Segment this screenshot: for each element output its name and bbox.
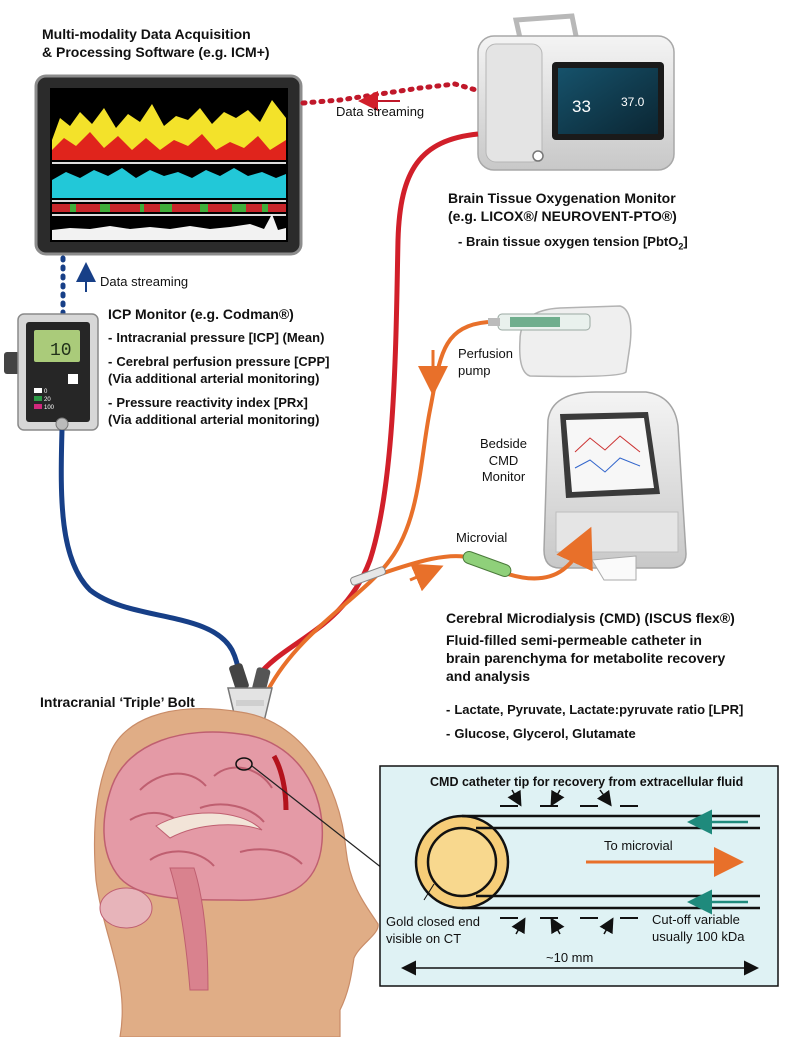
oxygen-item-dash: - <box>458 234 466 249</box>
cmd-monitor-label: Bedside CMD Monitor <box>480 436 527 486</box>
icp-monitor-list: -Intracranial pressure [ICP] (Mean) -Cer… <box>108 330 329 435</box>
icp-line <box>58 429 243 681</box>
inset-scale-label: ~10 mm <box>546 950 594 965</box>
inset-gold-label: Gold closed end visible on CT <box>386 914 480 947</box>
software-tablet <box>34 74 303 256</box>
inset-gold-line2: visible on CT <box>386 930 462 946</box>
oxygen-monitor-title: Brain Tissue Oxygenation Monitor (e.g. L… <box>448 190 677 226</box>
oxygen-item-sub: 2 <box>678 241 684 252</box>
cmd-desc-line3: and analysis <box>446 667 531 684</box>
cmd-item: -Glucose, Glycerol, Glutamate <box>446 725 636 741</box>
streaming-label-side: Data streaming <box>100 274 189 289</box>
pump-label-line1: Perfusion <box>458 346 513 361</box>
icp-item-3-note: (Via additional arterial monitoring) <box>108 411 320 427</box>
icp-item-1: Intracranial pressure [ICP] (Mean) <box>116 330 325 345</box>
catheter-sleeve <box>350 566 386 586</box>
oxygen-monitor-item: - Brain tissue oxygen tension [PbtO2] <box>458 234 688 253</box>
trace-white <box>52 214 286 240</box>
pump-label-line2: pump <box>458 362 491 378</box>
cmd-monitor-line1: Bedside <box>480 436 527 451</box>
cmd-description: Fluid-filled semi-permeable catheter in … <box>446 632 725 686</box>
microvial-label: Microvial <box>456 530 508 545</box>
cmd-item-1: Lactate, Pyruvate, Lactate:pyruvate rati… <box>454 702 744 717</box>
icp-item: -Pressure reactivity index [PRx](Via add… <box>108 394 320 427</box>
bolt-label: Intracranial ‘Triple’ Bolt <box>40 694 195 710</box>
inset-title: CMD catheter tip for recovery from extra… <box>430 775 744 789</box>
icp-item-2: Cerebral perfusion pressure [CPP] <box>116 353 330 369</box>
icp-screen-value: 10 <box>50 341 72 361</box>
cmd-monitor-device <box>543 391 687 581</box>
oxygen-title-line2: (e.g. LICOX®/ NEUROVENT-PTO®) <box>448 207 677 224</box>
cmd-desc-line1: Fluid-filled semi-permeable catheter in <box>446 632 702 648</box>
icp-item-3: Pressure reactivity index [PRx] <box>116 394 308 410</box>
oxygen-screen-value-left: 33 <box>572 97 591 116</box>
software-title: Multi-modality Data Acquisition & Proces… <box>42 26 270 62</box>
oxygen-item-prefix: Brain tissue oxygen tension [PbtO <box>465 234 679 249</box>
software-title-line2: & Processing Software (e.g. ICM+) <box>42 43 270 60</box>
oxygen-item-suffix: ] <box>683 234 688 249</box>
icp-button-label-3: 100 <box>44 405 55 411</box>
inset-cutoff-label: Cut-off variable usually 100 kDa <box>652 912 745 945</box>
pump-label: Perfusion pump <box>458 346 513 379</box>
inset-cutoff-line2: usually 100 kDa <box>652 928 745 944</box>
cmd-title: Cerebral Microdialysis (CMD) (ISCUS flex… <box>446 610 735 626</box>
cmd-item-2: Glucose, Glycerol, Glutamate <box>454 725 636 741</box>
cmd-monitor-line2: CMD <box>488 452 519 468</box>
cmd-list: -Lactate, Pyruvate, Lactate:pyruvate rat… <box>446 702 743 750</box>
microvial-line-out <box>507 526 593 581</box>
software-title-line1: Multi-modality Data Acquisition <box>42 26 251 42</box>
icp-button-label-2: 20 <box>44 397 51 403</box>
streaming-label-top: Data streaming <box>336 104 425 119</box>
cmd-desc-line2: brain parenchyma for metabolite recovery <box>446 649 726 666</box>
oxygen-screen-value-right: 37.0 <box>621 95 645 109</box>
inset-gold-line1: Gold closed end <box>386 914 480 929</box>
trace-red <box>52 132 286 160</box>
icp-monitor-device <box>4 313 99 431</box>
icp-button-label-1: 0 <box>44 389 48 395</box>
microvial-vial <box>462 551 512 577</box>
perfusion-line <box>266 320 489 691</box>
trace-cyan <box>52 168 286 198</box>
perfusion-pump-device <box>488 305 632 378</box>
inset-panel <box>379 765 779 987</box>
oxygen-monitor-device <box>477 13 675 171</box>
vial-flow-arrow <box>409 563 444 592</box>
oxygen-title-line1: Brain Tissue Oxygenation Monitor <box>448 190 676 206</box>
icp-monitor-title: ICP Monitor (e.g. Codman®) <box>108 306 294 322</box>
streaming-dots-top <box>300 81 479 106</box>
zoom-line <box>251 765 383 869</box>
inset-to-microvial: To microvial <box>604 838 673 853</box>
icp-item: -Intracranial pressure [ICP] (Mean) <box>108 330 325 345</box>
cmd-item: -Lactate, Pyruvate, Lactate:pyruvate rat… <box>446 702 744 717</box>
inset-cutoff-line1: Cut-off variable <box>652 912 740 927</box>
icp-item: -Cerebral perfusion pressure [CPP](Via a… <box>108 353 330 386</box>
head-illustration <box>93 708 379 1037</box>
icp-item-2-note: (Via additional arterial monitoring) <box>108 370 320 386</box>
cmd-monitor-line3: Monitor <box>481 469 526 485</box>
